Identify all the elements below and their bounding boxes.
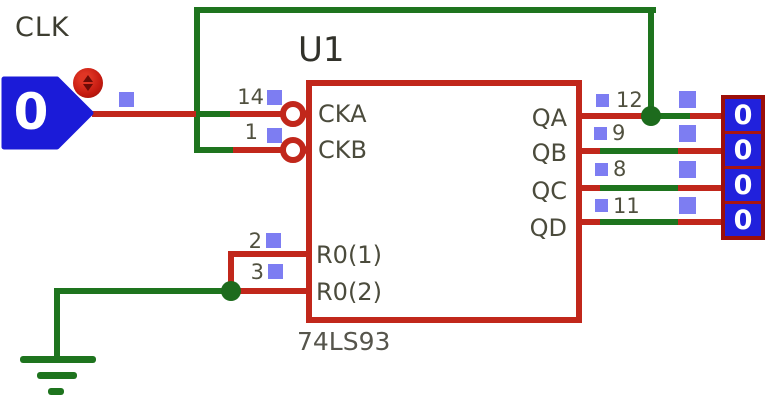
wire-qa-green-segment[interactable] <box>647 113 692 119</box>
ckb-clock-arrow-icon <box>301 143 311 157</box>
wire-qc-green-segment[interactable] <box>600 185 680 191</box>
pin-state-marker-1 <box>267 128 282 143</box>
logic-probe-qc[interactable]: 0 <box>725 169 761 204</box>
wire-qa-pin[interactable] <box>582 113 647 119</box>
pin-number-11: 11 <box>613 194 640 218</box>
pin-state-marker-2 <box>266 233 281 248</box>
cka-clock-arrow-icon <box>301 107 311 121</box>
pin-state-marker-qb-left <box>594 127 607 140</box>
toggle-down-arrow-icon <box>83 84 93 91</box>
logic-state-input[interactable]: 0 <box>1 76 96 152</box>
logic-probe-qa[interactable]: 0 <box>725 99 761 134</box>
pin-state-marker-clk <box>119 92 134 107</box>
wire-r02-pin[interactable] <box>238 288 306 294</box>
wire-qd-to-probe[interactable] <box>678 219 722 225</box>
wire-qb-green-segment[interactable] <box>600 148 680 154</box>
ground-stem[interactable] <box>54 291 60 361</box>
wire-cka-pin[interactable] <box>230 111 283 117</box>
pin-label-r02: R0(2) <box>316 278 382 306</box>
wire-qc-to-probe[interactable] <box>678 185 722 191</box>
wire-feedback-top[interactable] <box>194 7 656 13</box>
wire-clk-to-cka[interactable] <box>92 111 196 117</box>
wire-qd-pin[interactable] <box>582 219 602 225</box>
pin-label-qc: QC <box>531 177 567 205</box>
clk-net-label: CLK <box>15 12 70 43</box>
pin-number-14: 14 <box>237 85 264 109</box>
wire-feedback-left-vertical[interactable] <box>194 7 200 153</box>
pin-state-marker-qc-left <box>595 163 608 176</box>
pin-number-3: 3 <box>250 260 264 284</box>
wire-r01-vertical[interactable] <box>228 251 234 291</box>
pin-number-1: 1 <box>244 120 258 144</box>
ground-bar-2 <box>37 372 77 379</box>
pin-label-r01: R0(1) <box>316 241 382 269</box>
pin-state-marker-qb-right <box>679 125 696 142</box>
pin-label-ckb: CKB <box>318 136 367 164</box>
wire-qb-to-probe[interactable] <box>678 148 722 154</box>
chip-part-number: 74LS93 <box>297 327 391 356</box>
pin-state-marker-qc-right <box>679 161 696 178</box>
pin-number-9: 9 <box>612 121 626 145</box>
pin-state-marker-3 <box>268 264 283 279</box>
pin-number-2: 2 <box>248 229 262 253</box>
wire-ckb-pin[interactable] <box>233 147 283 153</box>
logic-probe-qd[interactable]: 0 <box>733 204 753 236</box>
toggle-up-arrow-icon <box>83 75 93 82</box>
ground-bar-3 <box>48 388 64 395</box>
wire-feedback-right-vertical[interactable] <box>648 7 654 119</box>
logic-state-body[interactable] <box>1 76 94 150</box>
pin-label-qa: QA <box>531 104 567 132</box>
wire-ckb-green-segment[interactable] <box>197 147 235 153</box>
pin-state-marker-qd-left <box>595 199 608 212</box>
wire-ground-horizontal[interactable] <box>54 288 224 294</box>
junction-qa-feedback <box>641 106 661 126</box>
pin-number-8: 8 <box>613 157 627 181</box>
chip-u1-body[interactable] <box>306 80 582 323</box>
ground-bar-1 <box>20 356 96 363</box>
logic-state-value: 0 <box>14 83 49 141</box>
pin-state-marker-qa-right <box>679 91 696 108</box>
pin-state-marker-14 <box>267 90 282 105</box>
wire-qb-pin[interactable] <box>582 148 602 154</box>
pin-label-qd: QD <box>529 214 567 242</box>
pin-label-cka: CKA <box>318 100 367 128</box>
wire-cka-green-segment[interactable] <box>196 111 232 117</box>
logic-probe-qb[interactable]: 0 <box>725 134 761 169</box>
junction-reset-ground <box>221 281 241 301</box>
pin-label-qb: QB <box>531 139 567 167</box>
wire-qa-to-probe[interactable] <box>690 113 722 119</box>
wire-r01-horizontal[interactable] <box>228 251 306 257</box>
wire-qd-green-segment[interactable] <box>600 219 680 225</box>
chip-refdes: U1 <box>298 30 345 70</box>
logic-probe-stack[interactable]: 0 0 0 0 <box>721 95 765 240</box>
wire-qc-pin[interactable] <box>582 185 602 191</box>
pin-state-marker-qa-left <box>596 94 609 107</box>
pin-number-12: 12 <box>616 88 643 112</box>
toggle-state-button[interactable] <box>73 68 103 98</box>
pin-state-marker-qd-right <box>679 197 696 214</box>
